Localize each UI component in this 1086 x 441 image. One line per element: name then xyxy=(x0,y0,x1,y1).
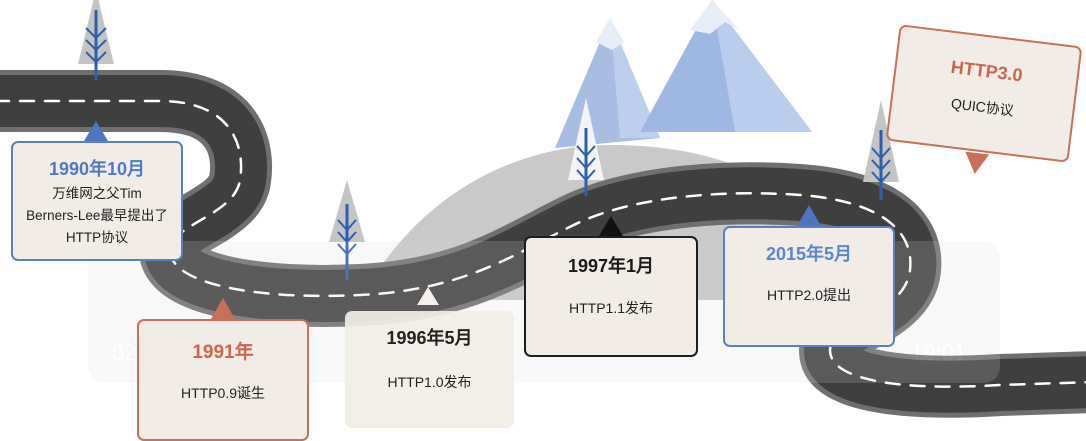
milestone-card-http3: HTTP3.0 QUIC协议 xyxy=(885,24,1083,163)
blue-mountains xyxy=(555,0,812,148)
milestone-desc-line: QUIC协议 xyxy=(950,95,1015,119)
milestone-card-1996: 1996年5月 HTTP1.0发布 xyxy=(345,311,514,428)
tree-right xyxy=(863,100,899,200)
milestone-date: 2015年5月 xyxy=(765,244,853,264)
milestone-desc-line: 万维网之父Tim xyxy=(52,186,142,201)
milestone-desc-line: HTTP0.9诞生 xyxy=(180,385,265,401)
milestone-date: 1997年1月 xyxy=(567,256,655,276)
milestone-card-2015: 2015年5月 HTTP2.0提出 xyxy=(723,226,895,347)
milestone-desc-line: HTTP2.0提出 xyxy=(766,287,851,303)
milestone-date: 1990年10月 xyxy=(48,159,146,179)
milestone-card-1990: 1990年10月 万维网之父Tim Berners-Lee最早提出了 HTTP协… xyxy=(11,141,183,261)
milestone-date: 1996年5月 xyxy=(386,328,473,348)
milestone-desc-line: Berners-Lee最早提出了 xyxy=(26,208,168,223)
pointer-2015 xyxy=(797,205,821,226)
milestone-card-1997: 1997年1月 HTTP1.1发布 xyxy=(524,236,698,357)
pointer-1990 xyxy=(84,121,108,141)
milestone-desc-line: HTTP协议 xyxy=(65,230,129,245)
total-time: 19:01 xyxy=(911,340,966,365)
tree-center xyxy=(329,180,365,280)
milestone-date: 1991年 xyxy=(192,342,254,363)
pointer-1991 xyxy=(211,298,235,319)
milestone-desc-line: HTTP1.0发布 xyxy=(387,374,472,390)
tree-left xyxy=(78,0,114,80)
pointer-1997 xyxy=(599,216,623,236)
tree-hill xyxy=(568,98,604,196)
milestone-date: HTTP3.0 xyxy=(949,56,1024,86)
pointer-http3 xyxy=(962,151,990,176)
milestone-desc-line: HTTP1.1发布 xyxy=(568,300,653,316)
pointer-1996 xyxy=(417,287,439,305)
milestone-card-1991: 1991年 HTTP0.9诞生 xyxy=(137,319,309,441)
